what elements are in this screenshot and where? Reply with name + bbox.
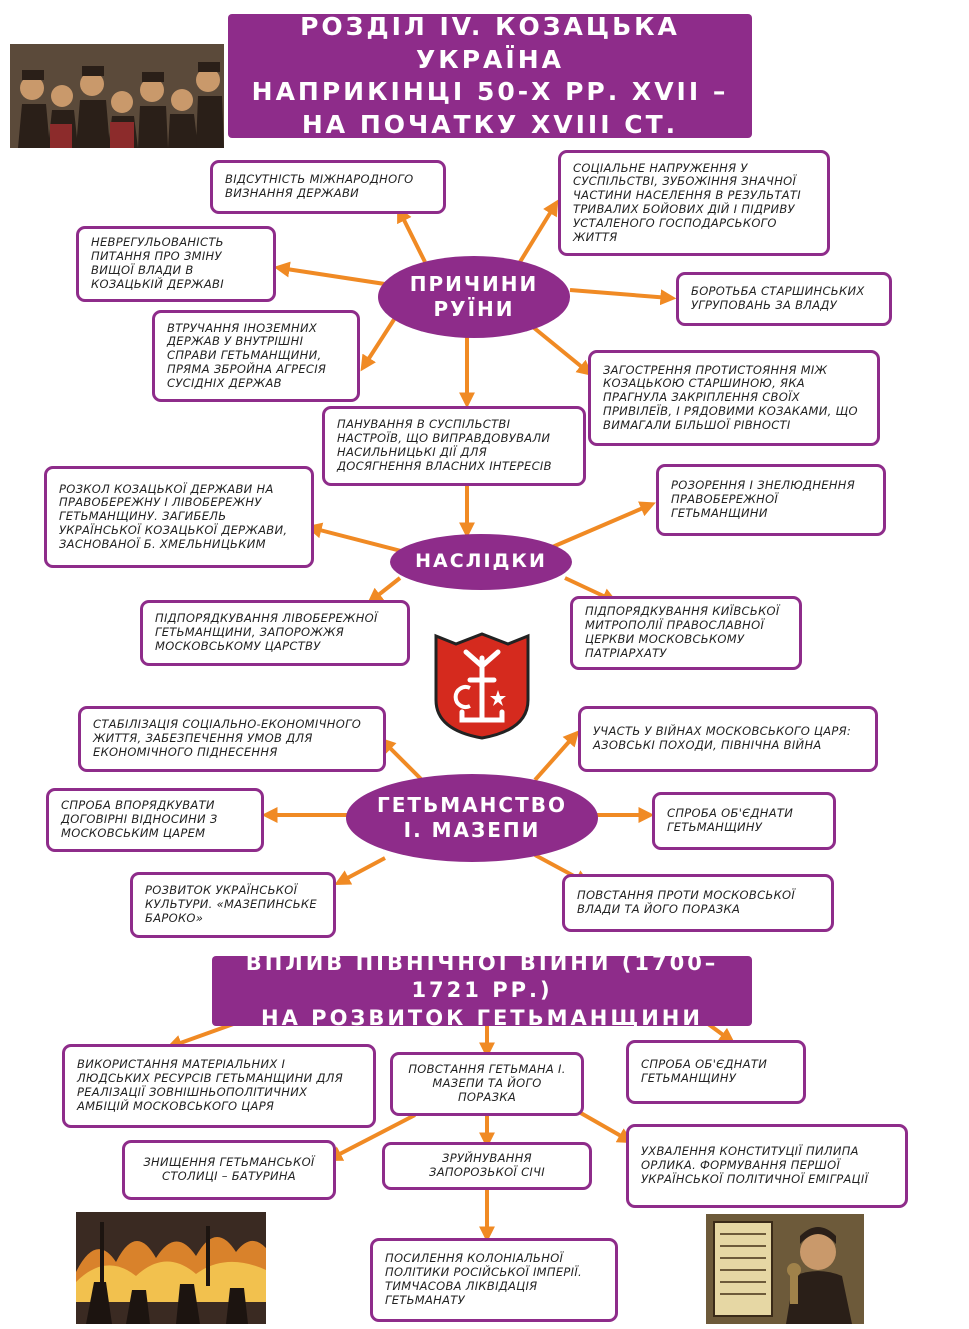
cause-box: Неврегульованість питання про зміну вищо…: [76, 226, 276, 302]
consequence-box: Підпорядкування Київської митрополії пра…: [570, 596, 802, 670]
section-title-banner: Розділ IV. Козацька Україна наприкінці 5…: [228, 12, 752, 139]
northern-war-line-1: Вплив Північної війни (1700–1721 рр.): [245, 951, 719, 1003]
causes-label-2: руїни: [433, 297, 515, 321]
cossacks-illustration: [10, 44, 224, 148]
northern-war-line-2: на розвиток Гетьманщини: [261, 1005, 703, 1030]
causes-node: Причини руїни: [378, 256, 570, 338]
north-war-box: Спроба об'єднати Гетьманщину: [626, 1040, 806, 1104]
north-war-box: Повстання гетьмана І. Мазепи та його пор…: [390, 1052, 584, 1116]
mazepa-coat-of-arms-icon: [426, 630, 538, 742]
consequence-box: Розкол козацької держави на Правобережну…: [44, 466, 314, 568]
consequences-label: Наслідки: [415, 550, 547, 573]
mazepa-box: Розвиток української культури. «Мазепинс…: [130, 872, 336, 938]
cause-box: Панування в суспільстві настроїв, що вип…: [322, 406, 586, 486]
mazepa-box: Повстання проти московської влади та йог…: [562, 874, 834, 932]
north-war-box: Зруйнування Запорозької Січі: [382, 1142, 592, 1190]
cause-box: Боротьба старшинських угруповань за влад…: [676, 272, 892, 326]
north-war-box: Ухвалення Конституції Пилипа Орлика. Фор…: [626, 1124, 908, 1208]
title-line-2: наприкінці 50-х рр. XVII –: [251, 77, 729, 106]
mazepa-box: Стабілізація соціально-економічного житт…: [78, 706, 386, 772]
title-line-1: Розділ IV. Козацька Україна: [300, 12, 680, 74]
cause-box: Втручання іноземних держав у внутрішні с…: [152, 310, 360, 402]
mazepa-box: Участь у війнах московського царя: Азовс…: [578, 706, 878, 772]
consequence-box: Розорення і знелюднення Правобережної Ге…: [656, 464, 886, 536]
north-war-box: Знищення гетьманської столиці – Батурина: [122, 1140, 336, 1200]
baturyn-fire-illustration: [76, 1212, 266, 1324]
causes-label-1: Причини: [409, 272, 539, 296]
mazepa-label-2: І. Мазепи: [403, 818, 541, 842]
arrow-group: [165, 199, 736, 1243]
title-line-3: на початку XVIII ст.: [301, 109, 679, 139]
cause-box: Загострення протистояння між козацькою с…: [588, 350, 880, 446]
northern-war-banner: Вплив Північної війни (1700–1721 рр.) на…: [212, 951, 752, 1030]
cause-box: Соціальне напруження у суспільстві, зубо…: [558, 150, 830, 256]
orlyk-constitution-illustration: [706, 1214, 864, 1324]
mazepa-box: Спроба об'єднати Гетьманщину: [652, 792, 836, 850]
consequence-box: Підпорядкування Лівобережної Гетьманщини…: [140, 600, 410, 666]
consequences-node: Наслідки: [390, 534, 572, 590]
cause-box: Відсутність міжнародного визнання держав…: [210, 160, 446, 214]
mazepa-node: Гетьманство І. Мазепи: [346, 774, 598, 862]
north-war-box: Посилення колоніальної політики Російськ…: [370, 1238, 618, 1322]
north-war-box: Використання матеріальних і людських рес…: [62, 1044, 376, 1128]
mazepa-label-1: Гетьманство: [377, 793, 567, 817]
mazepa-box: Спроба впорядкувати договірні відносини …: [46, 788, 264, 852]
